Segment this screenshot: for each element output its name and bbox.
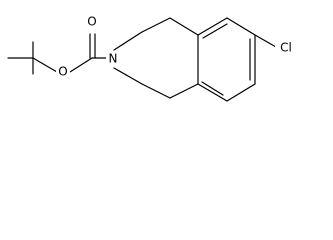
oxygen-carbonyl-bg [85,14,99,30]
bond-ring-bottom-right [226,83,256,102]
saturated-ring [113,17,199,99]
bond-ch2-ch2-top [141,17,171,33]
bond-n-to-ch2-top [113,31,143,51]
oxygen-ester-label: O [58,65,67,79]
structure-diagram: O O N Cl [7,14,297,102]
chlorine-bg [275,40,297,56]
oxygen-carbonyl-label: O [87,15,96,29]
aromatic-ring [169,17,256,102]
chlorine-label: Cl [280,41,292,55]
bond-ch2-to-aromatic [169,17,199,36]
atom-labels: O O N Cl [56,14,297,80]
nitrogen-label: N [109,52,118,66]
bond-tbu-to-oxygen [32,57,58,73]
bond-oxygen-to-carbonyl-carbon [69,57,93,73]
bond-ring-to-chlorine [254,34,277,48]
bond-ring-to-saturated [169,83,199,99]
carbamate-group [69,33,107,73]
bond-ring-bottom-left-inner [201,81,224,96]
tert-butyl-group [7,41,58,75]
nitrogen-bg [106,51,120,67]
bond-ring-bottom-left [197,83,228,102]
bond-ring-top-right [197,17,228,36]
bond-ring-right-upper [226,17,256,36]
oxygen-ester-bg [56,64,70,80]
bond-n-to-ch2-bottom [113,67,143,85]
bond-ch2-to-aromatic-bottom [141,83,171,99]
bond-ring-top-right-inner [202,23,228,39]
